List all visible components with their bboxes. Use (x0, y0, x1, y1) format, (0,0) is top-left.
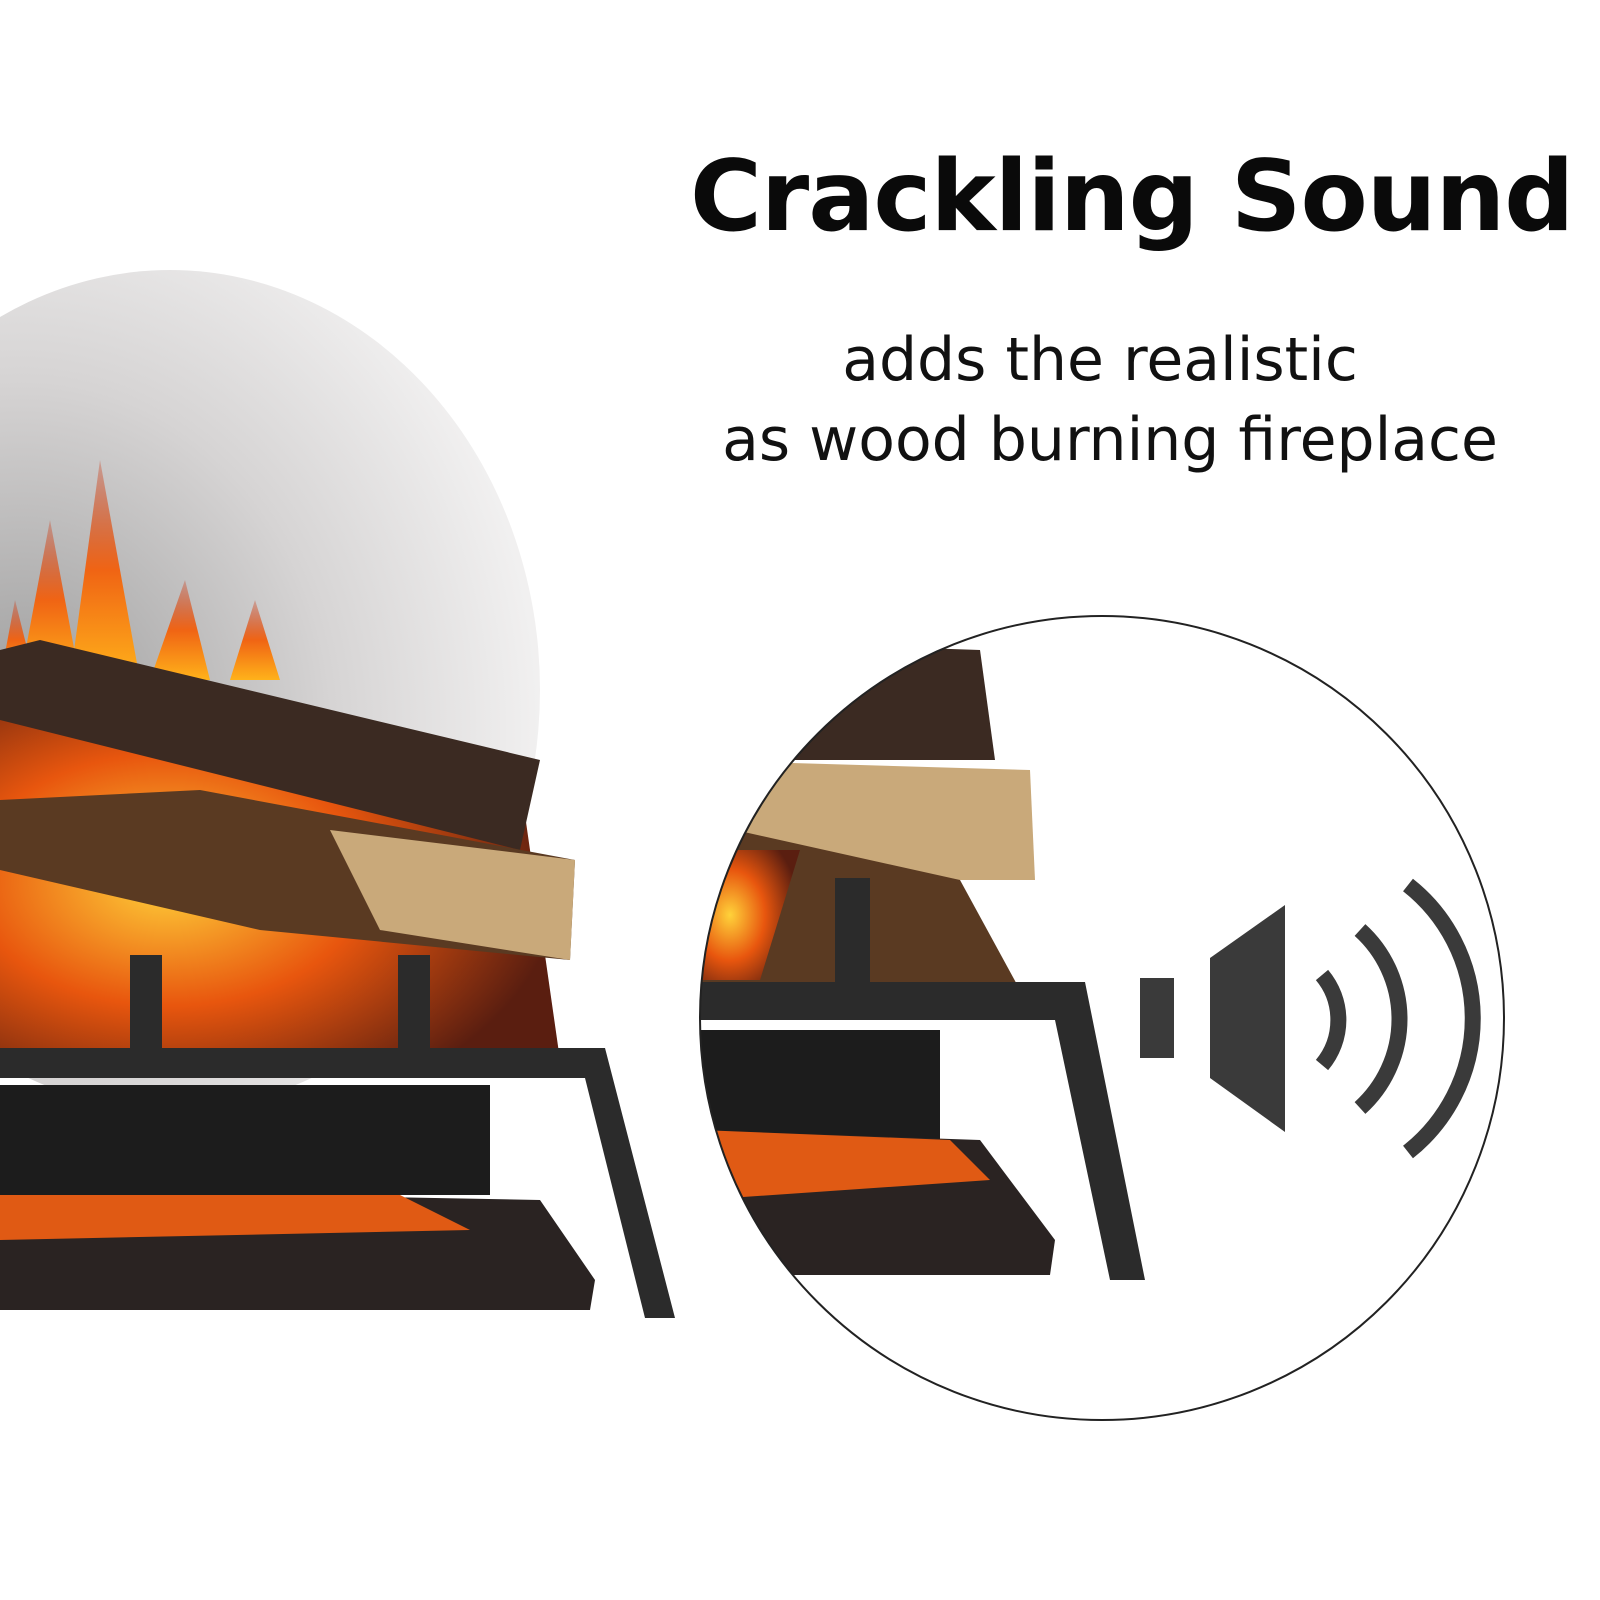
speaker-volume-icon (1140, 878, 1481, 1159)
subtitle-line-2: as wood burning fireplace (722, 405, 1498, 475)
log-set-left (0, 640, 595, 1310)
subtitle-line-1: adds the realistic (842, 325, 1358, 395)
headline: Crackling Sound (690, 140, 1574, 254)
flames (0, 460, 280, 680)
zoom-circle (699, 615, 1505, 1421)
grate-left (0, 955, 675, 1318)
